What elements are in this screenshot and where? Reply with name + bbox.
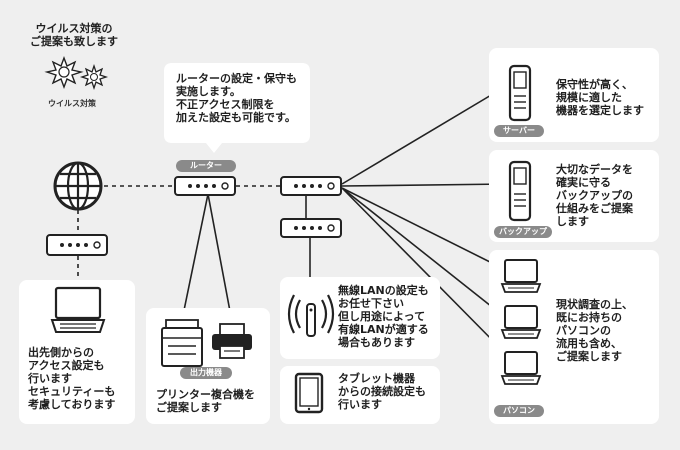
network-switch-icon xyxy=(280,176,342,196)
laptop-icon xyxy=(50,286,106,333)
server-tag: サーバー xyxy=(494,125,544,137)
internet-globe-icon xyxy=(53,161,103,211)
router-bubble-text: ルーターの設定・保守も 実施します。 不正アクセス制限を 加えた設定も可能です。 xyxy=(176,72,297,124)
server-text: 保守性が高く、 規模に適した 機器を選定します xyxy=(556,78,644,117)
virus-label: ウイルス対策 xyxy=(48,99,96,108)
printer-icon xyxy=(212,323,252,359)
router-tag: ルーター xyxy=(176,160,236,172)
remote-access-text: 出先側からの アクセス設定も 行います セキュリティーも 考慮しております xyxy=(28,346,116,411)
pc-tag: パソコン xyxy=(494,405,544,417)
pc-text: 現状調査の上、 既にお持ちの パソコンの 流用も含め、 ご提案します xyxy=(556,298,633,363)
wifi-antenna-icon xyxy=(287,294,335,337)
modem-icon xyxy=(46,234,108,256)
output-device-tag: 出力機器 xyxy=(180,367,232,379)
laptop-icon xyxy=(500,351,542,385)
tablet-text: タブレット機器 からの接続設定も 行います xyxy=(338,372,426,411)
server-icon xyxy=(508,64,532,122)
tablet-icon xyxy=(294,372,324,414)
laptop-icon xyxy=(500,259,542,293)
backup-tag: バックアップ xyxy=(494,226,552,238)
access-point-hub-icon xyxy=(280,218,342,238)
virus-icon xyxy=(44,56,109,91)
multifunction-printer-icon xyxy=(161,319,203,367)
laptop-icon xyxy=(500,305,542,339)
wireless-lan-text: 無線LANの設定も お任せ下さい 但し用途によって 有線LANが適する 場合もあ… xyxy=(338,284,429,349)
router-bubble-shape xyxy=(164,63,310,153)
router-icon xyxy=(174,176,236,196)
backup-text: 大切なデータを 確実に守る バックアップの 仕組みをご提案 します xyxy=(556,163,633,228)
virus-note: ウイルス対策の ご提案も致します xyxy=(30,22,118,48)
backup-server-icon xyxy=(508,160,532,222)
output-device-text: プリンター複合機を ご提案します xyxy=(156,388,255,414)
